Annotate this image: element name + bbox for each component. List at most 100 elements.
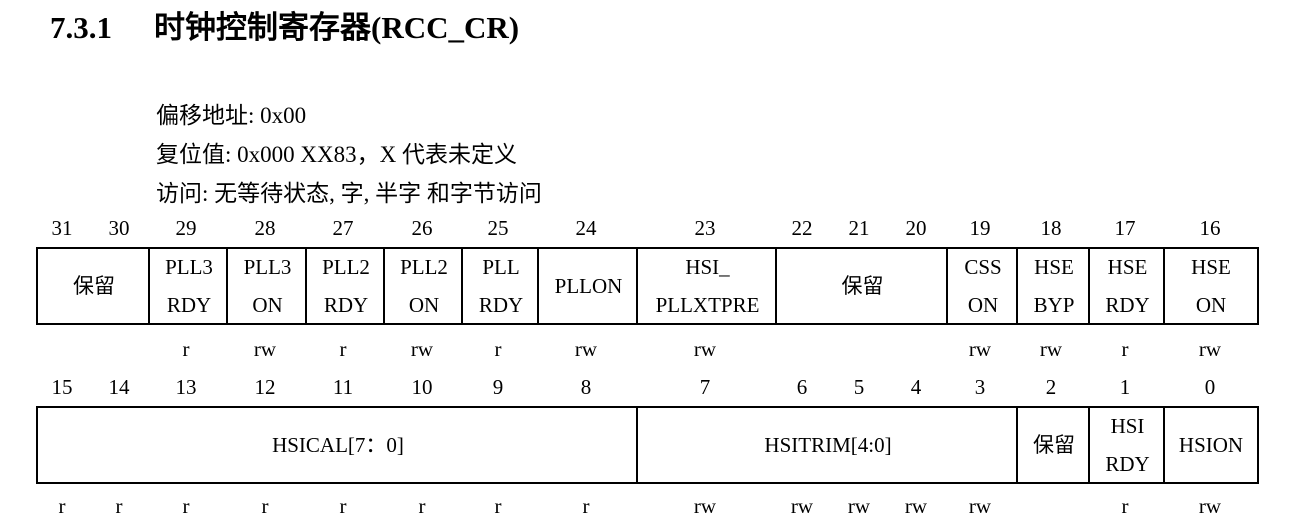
field-name-line1: CSS xyxy=(964,255,1002,279)
access-type: r xyxy=(58,494,66,518)
field-name-line2: RDY xyxy=(1105,452,1150,476)
access-type: r xyxy=(1121,337,1129,361)
bit-number: 6 xyxy=(796,375,808,399)
access-type: rw xyxy=(847,494,871,518)
field-name-line2: PLLXTPRE xyxy=(655,293,760,317)
field-name-line1: HSE xyxy=(1034,255,1074,279)
register-field: PLLON xyxy=(537,249,638,323)
bit-number: 13 xyxy=(175,375,197,399)
access-type: rw xyxy=(1039,337,1063,361)
bit-number: 27 xyxy=(332,216,354,240)
field-name-line1: HSI_ xyxy=(685,255,730,279)
bit-number: 5 xyxy=(853,375,865,399)
register-field: PLL RDY xyxy=(461,249,539,323)
access-type: r xyxy=(494,337,502,361)
register-field: CSS ON xyxy=(946,249,1018,323)
access-type: r xyxy=(418,494,426,518)
bit-number: 18 xyxy=(1040,216,1062,240)
register-field: HSION xyxy=(1163,408,1259,482)
access-type: rw xyxy=(693,494,717,518)
access-type: rw xyxy=(968,494,992,518)
field-name-line2: RDY xyxy=(478,293,524,317)
bit-number: 4 xyxy=(910,375,922,399)
bit-number: 15 xyxy=(51,375,73,399)
bit-number: 23 xyxy=(694,216,716,240)
bit-number: 16 xyxy=(1199,216,1221,240)
field-name-line2: BYP xyxy=(1033,293,1075,317)
section-title: 时钟控制寄存器(RCC_CR) xyxy=(154,10,520,45)
bit-number: 17 xyxy=(1114,216,1136,240)
field-name-line1: PLL xyxy=(482,255,520,279)
access-type: rw xyxy=(693,337,717,361)
bit-number: 10 xyxy=(411,375,433,399)
register-field: HSITRIM[4:0] xyxy=(636,408,1018,482)
bit-number: 30 xyxy=(108,216,130,240)
bit-number: 12 xyxy=(254,375,276,399)
bit-number: 26 xyxy=(411,216,433,240)
bit-number: 31 xyxy=(51,216,73,240)
field-name-line1: HSION xyxy=(1178,433,1244,457)
register-field: HSE ON xyxy=(1163,249,1259,323)
field-name-line2: ON xyxy=(967,293,999,317)
access-type: rw xyxy=(1198,337,1222,361)
register-low-halfword: HSICAL[7：0] HSITRIM[4:0] 保留 HSI RDY HSION xyxy=(36,406,1259,484)
bit-number: 11 xyxy=(332,375,354,399)
field-name-line1: PLL2 xyxy=(400,255,448,279)
register-field: HSI_ PLLXTPRE xyxy=(636,249,777,323)
access-type: r xyxy=(182,337,190,361)
bit-number: 9 xyxy=(492,375,504,399)
bit-number: 0 xyxy=(1204,375,1216,399)
access-info: 访问: 无等待状态, 字, 半字 和字节访问 xyxy=(156,181,542,206)
field-name-line2: ON xyxy=(1195,293,1227,317)
field-name-line1: PLL3 xyxy=(165,255,213,279)
access-type: r xyxy=(261,494,269,518)
access-type: r xyxy=(1121,494,1129,518)
section-heading: 7.3.1 时钟控制寄存器(RCC_CR) xyxy=(50,2,519,47)
access-type: r xyxy=(339,337,347,361)
field-name-line1: HSICAL[7：0] xyxy=(272,433,404,457)
field-name-line2: RDY xyxy=(323,293,369,317)
bit-number: 2 xyxy=(1045,375,1057,399)
access-type: r xyxy=(182,494,190,518)
field-name-line1: HSE xyxy=(1107,255,1148,279)
reset-value: 复位值: 0x000 XX83，X 代表未定义 xyxy=(156,142,517,167)
bit-number: 19 xyxy=(969,216,991,240)
register-field: HSI RDY xyxy=(1088,408,1165,482)
bit-number: 7 xyxy=(699,375,711,399)
field-name-line1: HSE xyxy=(1191,255,1231,279)
bit-number: 22 xyxy=(791,216,813,240)
access-type: rw xyxy=(904,494,928,518)
bit-number: 14 xyxy=(108,375,130,399)
field-name-line2: RDY xyxy=(166,293,212,317)
bit-number: 29 xyxy=(175,216,197,240)
bit-number: 20 xyxy=(905,216,927,240)
bit-number: 1 xyxy=(1119,375,1131,399)
register-field: 保留 xyxy=(1016,408,1090,482)
field-name-line2: RDY xyxy=(1105,293,1150,317)
bit-number: 28 xyxy=(254,216,276,240)
access-type: r xyxy=(115,494,123,518)
bit-number: 21 xyxy=(848,216,870,240)
access-type: rw xyxy=(790,494,814,518)
field-name-line1: HSI xyxy=(1110,414,1145,438)
field-name-line1: 保留 xyxy=(1033,433,1075,457)
register-field: 保留 xyxy=(775,249,948,323)
bit-number: 3 xyxy=(974,375,986,399)
bit-number: 24 xyxy=(575,216,597,240)
bit-number: 8 xyxy=(580,375,592,399)
access-type: r xyxy=(339,494,347,518)
access-type: rw xyxy=(1198,494,1222,518)
register-field: 保留 xyxy=(36,249,150,323)
access-type: rw xyxy=(574,337,598,361)
field-name-line1: PLL3 xyxy=(243,255,292,279)
access-type: r xyxy=(582,494,590,518)
field-name-line2: ON xyxy=(252,293,283,317)
section-number: 7.3.1 xyxy=(50,10,112,45)
field-name-line1: PLL2 xyxy=(322,255,370,279)
field-name-line1: 保留 xyxy=(841,274,884,298)
field-name-line1: 保留 xyxy=(73,274,115,298)
